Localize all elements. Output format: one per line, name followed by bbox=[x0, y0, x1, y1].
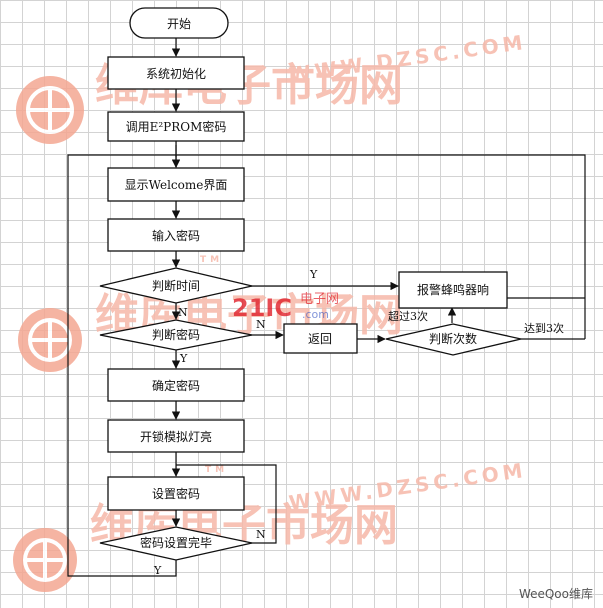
node-set-pwd-label: 设置密码 bbox=[152, 486, 200, 501]
node-unlock-led: 开锁模拟灯亮 bbox=[107, 419, 245, 453]
node-show-welcome-label: 显示Welcome界面 bbox=[125, 178, 228, 192]
node-sys-init-label: 系统初始化 bbox=[146, 67, 206, 81]
watermark-url: WWW.DZSC.COM bbox=[287, 458, 528, 515]
edge-label-done-yes: Y bbox=[153, 564, 162, 577]
node-start: 开始 bbox=[129, 7, 229, 39]
watermark-bottom: 维库电子市场网 TM WWW.DZSC.COM bbox=[13, 458, 528, 592]
node-input-pwd: 输入密码 bbox=[107, 218, 245, 252]
edge-buzzer-loop bbox=[176, 154, 586, 298]
edge-label-reach-3: 达到3次 bbox=[524, 321, 564, 335]
badge-url: .com bbox=[302, 308, 329, 321]
node-buzzer-label: 报警蜂鸣器响 bbox=[417, 282, 489, 297]
watermark-tm: TM bbox=[205, 465, 228, 475]
badge-cn: 电子网 bbox=[300, 292, 339, 307]
watermark-logo-icon bbox=[18, 308, 82, 372]
node-judge-pwd: 判断密码 bbox=[99, 319, 253, 351]
node-buzzer: 报警蜂鸣器响 bbox=[398, 271, 508, 309]
node-unlock-led-label: 开锁模拟灯亮 bbox=[140, 429, 212, 444]
edge-label-pwd-no-right: N bbox=[256, 318, 266, 331]
watermark-tm: TM bbox=[200, 255, 223, 265]
node-judge-time: 判断时间 bbox=[99, 267, 253, 304]
edge-done-no-loop bbox=[176, 464, 277, 544]
node-judge-time-label: 判断时间 bbox=[152, 278, 200, 293]
node-input-pwd-label: 输入密码 bbox=[152, 228, 200, 243]
edge-label-pwd-yes: Y bbox=[179, 352, 188, 365]
node-set-pwd: 设置密码 bbox=[107, 476, 245, 511]
edge-label-done-no: N bbox=[256, 528, 266, 541]
node-confirm-pwd: 确定密码 bbox=[107, 368, 245, 402]
node-sys-init: 系统初始化 bbox=[107, 56, 245, 90]
node-return-label: 返回 bbox=[308, 332, 332, 346]
node-call-eeprom: 调用E²PROM密码 bbox=[107, 111, 245, 142]
node-confirm-pwd-label: 确定密码 bbox=[152, 378, 200, 393]
watermark-url: WWW.DZSC.COM bbox=[287, 30, 528, 87]
node-return: 返回 bbox=[283, 323, 358, 354]
watermark-top: 维库电子市场网 TM WWW.DZSC.COM bbox=[16, 30, 528, 144]
watermark-middle: 维库电子市场网 TM bbox=[18, 255, 403, 372]
node-pwd-set-done: 密码设置完毕 bbox=[99, 526, 253, 561]
edge-label-exceed-3: 超过3次 bbox=[388, 309, 428, 323]
watermark-logo-icon bbox=[16, 76, 84, 144]
watermark-21ic-badge: 21IC 电子网 .com bbox=[232, 292, 339, 322]
node-call-eeprom-label: 调用E²PROM密码 bbox=[126, 119, 227, 134]
node-judge-count-label: 判断次数 bbox=[429, 331, 477, 346]
node-show-welcome: 显示Welcome界面 bbox=[107, 167, 245, 202]
badge-21ic: 21IC bbox=[232, 294, 292, 322]
edge-label-time-yes: Y bbox=[309, 268, 318, 281]
footer-logo: WeeQoo维库 bbox=[518, 587, 593, 601]
node-start-label: 开始 bbox=[167, 17, 191, 31]
node-judge-pwd-label: 判断密码 bbox=[152, 327, 200, 342]
connectors bbox=[67, 38, 586, 577]
node-pwd-set-done-label: 密码设置完毕 bbox=[140, 535, 212, 550]
watermark-logo-icon bbox=[13, 528, 77, 592]
edge-done-yes-loop bbox=[67, 154, 177, 577]
node-judge-count: 判断次数 bbox=[385, 323, 522, 356]
edge-label-pwd-no-down: N bbox=[178, 306, 188, 319]
